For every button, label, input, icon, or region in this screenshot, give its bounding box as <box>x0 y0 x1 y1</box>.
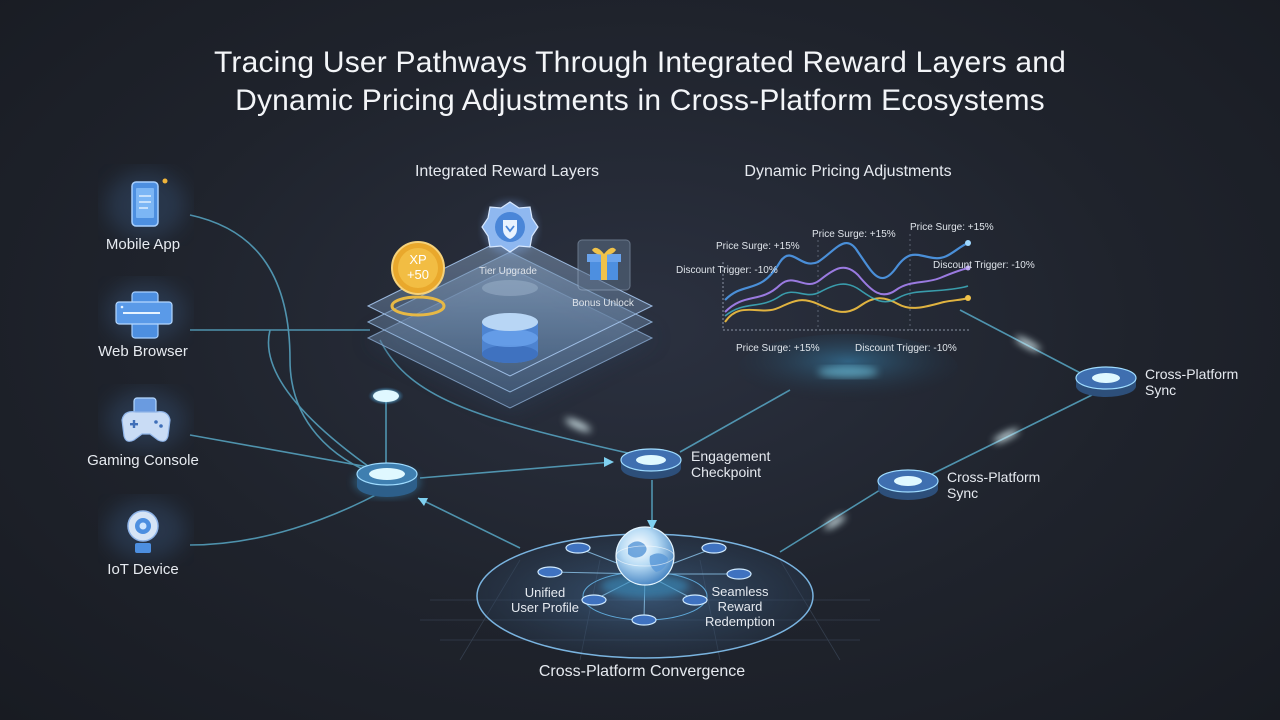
node-upper[interactable] <box>368 387 404 405</box>
pricing-label-discount-1: Discount Trigger: -10% <box>676 265 778 276</box>
convergence-heading: Cross-Platform Convergence <box>539 663 745 680</box>
xp-badge: XP +50 <box>390 241 446 317</box>
pricing-panel: Price Surge: +15% Price Surge: +15% Pric… <box>676 222 1035 402</box>
node-engagement-checkpoint[interactable]: Engagement Checkpoint <box>620 448 771 480</box>
title-line-2: Dynamic Pricing Adjustments in Cross-Pla… <box>235 84 1045 117</box>
profile-label-1: Unified <box>525 585 565 600</box>
xp-label: XP <box>409 252 426 267</box>
convergence-node <box>581 594 607 606</box>
pathway-browser-to-layers <box>267 329 386 479</box>
gift-box-icon <box>587 247 621 280</box>
token-stack-icon <box>482 313 538 363</box>
tier-upgrade: Tier Upgrade <box>479 201 539 277</box>
device-web-browser[interactable]: Web Browser <box>98 282 188 360</box>
device-gaming-console[interactable]: Gaming Console <box>87 390 199 469</box>
pricing-label-discount-3: Discount Trigger: -10% <box>855 343 957 354</box>
device-label-iot: IoT Device <box>107 561 178 578</box>
price-line-purple <box>724 266 969 313</box>
pathway-engagement-to-chart <box>679 389 791 453</box>
sync-b-label-2: Sync <box>947 485 978 501</box>
engagement-label-2: Checkpoint <box>691 464 761 480</box>
pathway-mobile <box>189 214 386 479</box>
convergence-node <box>701 542 727 554</box>
pathway-console <box>189 434 386 471</box>
node-sync-b[interactable]: Cross-Platform Sync <box>877 469 1040 501</box>
pricing-label-surge-2: Price Surge: +15% <box>812 229 896 240</box>
price-line-gold <box>724 297 969 323</box>
redeem-label-2: Reward <box>718 599 763 614</box>
sync-a-label-2: Sync <box>1145 382 1176 398</box>
pricing-label-surge-1: Price Surge: +15% <box>716 241 800 252</box>
convergence-node <box>537 566 563 578</box>
convergence-node <box>631 614 657 626</box>
redeem-label-1: Seamless <box>711 584 769 599</box>
convergence-node <box>682 594 708 606</box>
page-title: Tracing User Pathways Through Integrated… <box>0 44 1280 120</box>
line-glints <box>565 336 1041 529</box>
node-hub[interactable] <box>353 462 421 498</box>
pathway-layers-to-hub <box>379 339 651 459</box>
reward-layers-heading: Integrated Reward Layers <box>415 163 599 180</box>
price-line-blue <box>724 241 969 301</box>
device-label-console: Gaming Console <box>87 452 199 469</box>
shield-badge-icon <box>481 201 539 253</box>
bonus-unlock: Bonus Unlock <box>572 239 635 309</box>
device-iot[interactable]: IoT Device <box>106 500 186 578</box>
browser-window-icon <box>115 291 173 339</box>
globe-icon <box>615 526 675 586</box>
xp-value: +50 <box>407 267 429 282</box>
sync-a-label-1: Cross-Platform <box>1145 366 1238 382</box>
profile-label-2: User Profile <box>511 600 579 615</box>
webcam-icon <box>127 510 159 553</box>
price-line-teal <box>724 283 969 317</box>
device-mobile-app[interactable]: Mobile App <box>106 171 186 253</box>
convergence-platform: Unified User Profile Seamless Reward Red… <box>420 526 880 661</box>
pricing-heading: Dynamic Pricing Adjustments <box>744 163 951 180</box>
pathway-convergence-to-hub <box>417 497 521 549</box>
arrowheads <box>418 457 657 530</box>
gamepad-icon <box>121 397 171 442</box>
pathway-sync-b-to-convergence <box>779 489 881 553</box>
node-sync-a[interactable]: Cross-Platform Sync <box>1075 366 1238 398</box>
bonus-unlock-label: Bonus Unlock <box>572 298 635 309</box>
sync-b-label-1: Cross-Platform <box>947 469 1040 485</box>
pricing-label-surge-4: Price Surge: +15% <box>736 343 820 354</box>
device-label-mobile: Mobile App <box>106 236 180 253</box>
pricing-label-surge-3: Price Surge: +15% <box>910 222 994 233</box>
pricing-label-discount-2: Discount Trigger: -10% <box>933 260 1035 271</box>
convergence-node <box>726 568 752 580</box>
engagement-label-1: Engagement <box>691 448 771 464</box>
convergence-nodes <box>537 542 752 626</box>
redeem-label-3: Redemption <box>705 614 775 629</box>
title-line-1: Tracing User Pathways Through Integrated… <box>213 46 1067 79</box>
device-label-browser: Web Browser <box>98 343 188 360</box>
pathway-iot <box>189 489 386 546</box>
notification-dot-icon <box>162 178 168 184</box>
convergence-node <box>565 542 591 554</box>
pathway-hub-to-engagement <box>419 461 613 479</box>
tier-upgrade-label: Tier Upgrade <box>479 266 537 277</box>
